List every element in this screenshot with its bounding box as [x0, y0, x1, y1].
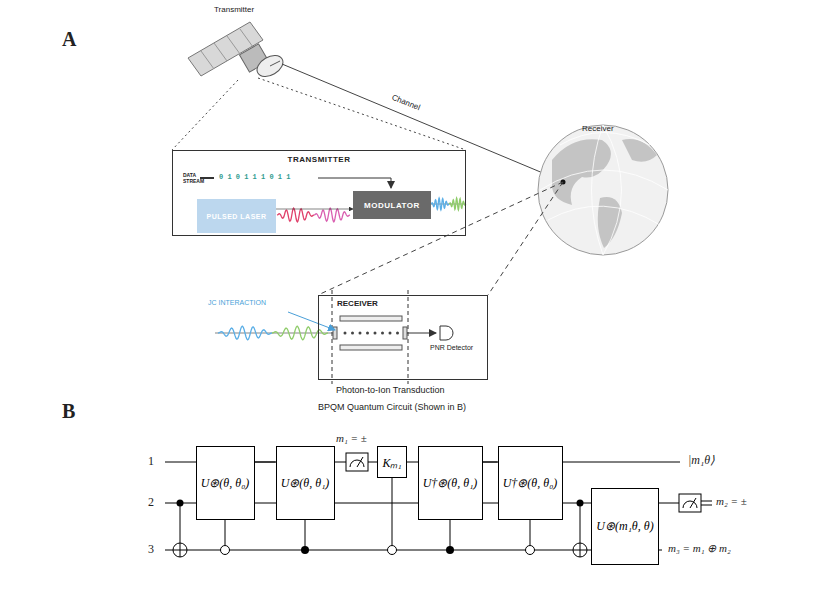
output-state: |m₁θ⟩ [688, 453, 715, 468]
box-text: U⊛(θ, θ₀) [201, 476, 250, 491]
output-label: m₃ = m₁ ⊕ m₂ [668, 542, 731, 555]
gate-box: Kₘ₁ [377, 446, 407, 478]
modulator-box: MODULATOR [353, 191, 431, 219]
box-text: U†⊛(θ, θ₀) [503, 476, 558, 491]
box-text: RECEIVER [337, 299, 378, 308]
receiver-box: RECEIVER [318, 295, 488, 380]
laser-box: PULSED LASER [197, 199, 276, 233]
connector [483, 462, 498, 463]
panel-letter: A [62, 28, 76, 51]
detector-label: PNR Detector [430, 344, 473, 351]
connector [255, 462, 276, 463]
satellite-label: Transmitter [214, 5, 254, 14]
section-label: Photon-to-Ion Transduction [336, 385, 445, 395]
globe-label: Receiver [582, 124, 614, 133]
qubit-index: 1 [148, 454, 154, 469]
gate-box: U†⊛(θ, θ₁) [418, 446, 483, 520]
panel-letter: B [62, 400, 75, 423]
box-text: TRANSMITTER [288, 155, 351, 164]
gate-box: U⊛(m₁θ, θ) [591, 488, 659, 565]
qubit-index: 3 [148, 542, 154, 557]
gate-box: U⊛(θ, θ₀) [196, 446, 255, 520]
box-text: MODULATOR [364, 201, 420, 210]
connector [276, 209, 353, 210]
gate-box: U⊛(θ, θ₁) [276, 446, 335, 520]
signal-name: DATA STREAM [183, 172, 211, 184]
box-text: U†⊛(θ, θ₁) [423, 476, 478, 491]
box-text: U⊛(m₁θ, θ) [596, 519, 653, 534]
satellite [188, 22, 287, 81]
qubit-index: 2 [148, 495, 154, 510]
gate-box: U†⊛(θ, θ₀) [498, 446, 563, 520]
bit-stream: 0 1 0 1 1 1 0 1 1 [219, 173, 290, 181]
section-label: BPQM Quantum Circuit (Shown in B) [318, 402, 466, 412]
box-text: U⊛(θ, θ₁) [281, 476, 330, 491]
transmitter-box: TRANSMITTER PULSED LASER MODULATOR [172, 150, 466, 236]
measurement-label: m₁ = ± [336, 432, 367, 444]
measurement-label: m₂ = ± [716, 495, 747, 507]
box-text: PULSED LASER [206, 213, 266, 220]
channel-line [282, 64, 562, 181]
box-text: Kₘ₁ [382, 454, 401, 471]
callout-label: JC INTERACTION [208, 299, 266, 306]
channel-label: Channel [389, 92, 424, 113]
